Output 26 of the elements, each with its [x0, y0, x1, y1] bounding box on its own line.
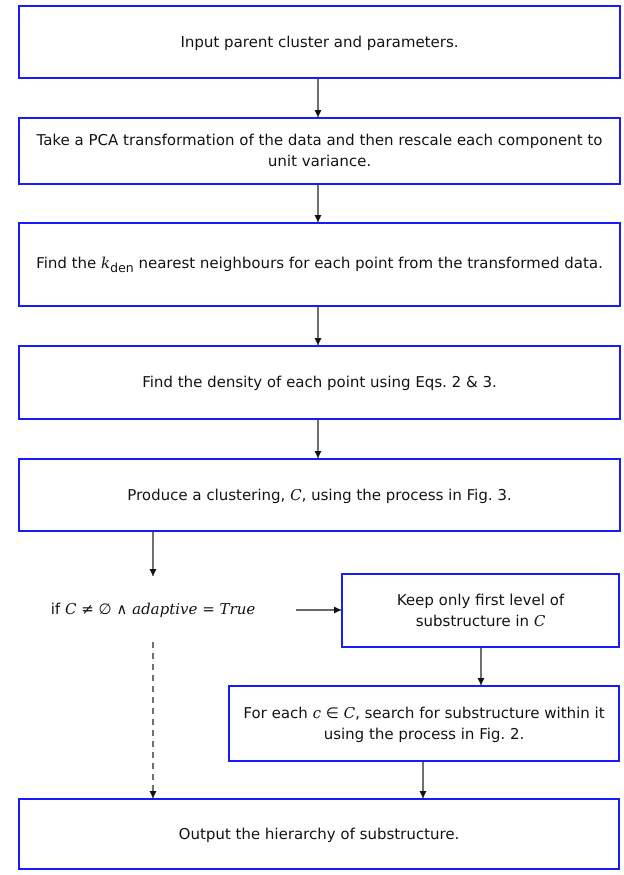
step-text: Find the k$_{den}$ nearest neighbours for each point from the transformed data.: [36, 252, 603, 276]
arrow: [420, 762, 426, 798]
condition-text: if C ≠ ∅ ∧ adaptive = True: [10, 576, 296, 642]
process-box: [18, 222, 621, 307]
step-text: Produce a clustering, C, using the process in Fig. 3.: [127, 484, 512, 506]
step-text: Take a PCA transformation of the data and then rescale each component to unit variance.: [36, 130, 604, 172]
process-box: [341, 573, 620, 648]
arrow: [478, 648, 484, 685]
process-box: [18, 117, 621, 185]
step-text: Keep only first level of substructure in C: [396, 590, 566, 632]
arrow: [314, 79, 322, 117]
step-text: Output the hierarchy of substructure.: [178, 824, 460, 844]
process-box: [18, 5, 621, 79]
process-box: [18, 458, 621, 532]
process-box: [18, 798, 620, 870]
arrow: [150, 642, 156, 798]
step-text: Find the density of each point using Eqs. 2 & 3.: [142, 372, 497, 393]
process-box: [228, 685, 620, 762]
process-box: [18, 345, 621, 420]
step-text: Input parent cluster and parameters.: [180, 32, 459, 52]
arrow: [314, 420, 322, 458]
arrow: [150, 532, 156, 576]
arrow: [314, 307, 322, 345]
arrow: [296, 606, 341, 614]
step-text: For each c ∈ C, search for substructure within it using the process in Fig. 2.: [242, 702, 606, 744]
arrow: [314, 185, 322, 222]
